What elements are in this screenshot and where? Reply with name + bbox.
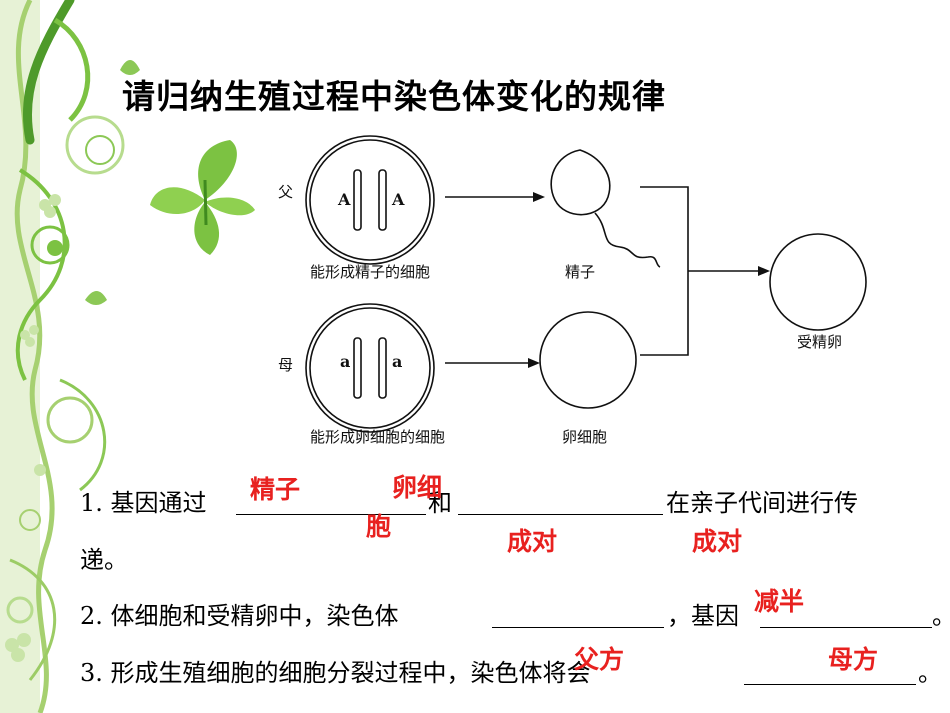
question-3-start: 3. 形成生殖细胞的细胞分裂过程中，染色体将会 — [80, 659, 591, 687]
sperm-caption: 精子 — [565, 263, 595, 281]
sperm-cell-caption: 能形成精子的细胞 — [310, 263, 430, 281]
allele-label: a — [392, 352, 402, 371]
answer-egg-part2: 胞 — [366, 512, 392, 541]
answer-paired-genes: 成对 — [692, 527, 743, 556]
zygote-caption: 受精卵 — [797, 333, 842, 351]
allele-label: A — [391, 190, 405, 209]
answer-egg-part1: 卵细 — [392, 473, 443, 502]
answer-paired-chromosomes: 成对 — [507, 527, 558, 556]
allele-label: a — [340, 352, 350, 371]
question-3-end: 。 — [918, 659, 942, 687]
question-1-end: 在亲子代间进行传 — [666, 489, 858, 517]
fertilization-diagram: 父 母 A A a a 能形成精子的细胞 能形成卵细胞的细胞 精子 卵细胞 受精… — [278, 135, 867, 446]
question-1-start: 1. 基因通过 — [80, 489, 207, 517]
blank-2 — [458, 514, 663, 515]
question-2-gene: ，基因 — [667, 602, 739, 630]
question-2-start: 2. 体细胞和受精卵中，染色体 — [80, 602, 399, 630]
question-2-end: 。 — [932, 596, 950, 631]
blank-4 — [760, 627, 932, 628]
egg-caption: 卵细胞 — [562, 428, 607, 446]
decorative-vine — [0, 0, 140, 713]
answer-mother-side: 母方 — [828, 645, 879, 674]
blank-5 — [744, 684, 916, 685]
allele-label: A — [337, 190, 351, 209]
blank-3 — [492, 627, 664, 628]
answer-father-side: 父方 — [574, 645, 625, 674]
father-label: 父 — [278, 183, 293, 201]
egg-cell-caption: 能形成卵细胞的细胞 — [310, 428, 445, 446]
page-title: 请归纳生殖过程中染色体变化的规律 — [122, 77, 666, 116]
question-1-wrap: 递。 — [80, 546, 128, 574]
question-1-and: 和 — [428, 489, 452, 517]
blank-1 — [236, 514, 426, 515]
butterfly-icon — [150, 140, 255, 255]
mother-label: 母 — [278, 356, 293, 374]
answer-halved: 减半 — [754, 587, 805, 616]
answer-sperm: 精子 — [250, 475, 301, 504]
